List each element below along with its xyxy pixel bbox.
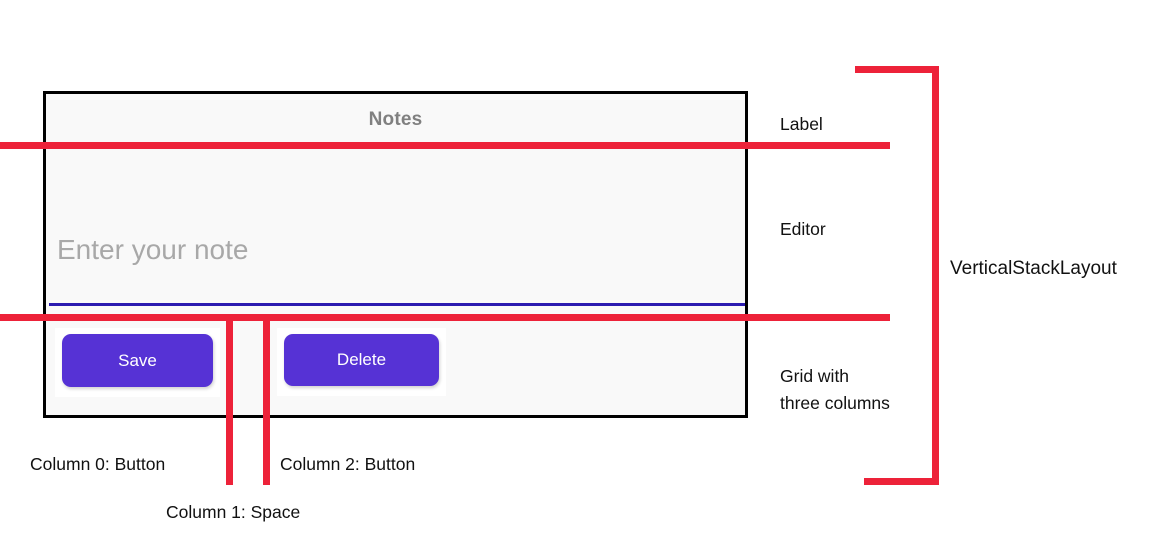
annotation-grid-row-line1: Grid with [780,366,850,386]
annotation-column-0: Column 0: Button [30,454,166,474]
annotation-column-2: Column 2: Button [280,454,416,474]
annotation-grid-row-line2: three columns [780,393,890,413]
divider-editor-grid [0,314,890,321]
grid-column-2: Delete [277,328,446,396]
column-separator-0-1 [226,314,233,485]
editor-underline [49,303,745,306]
annotation-editor-row: Editor [780,219,826,239]
stack-bracket-bottom [864,478,939,485]
annotation-label-row: Label [780,114,823,134]
editor-section[interactable]: Enter your note [46,146,745,309]
editor-placeholder-text[interactable]: Enter your note [57,234,249,265]
page-title: Notes [368,109,423,130]
annotation-vertical-stack-layout: VerticalStackLayout [950,258,1117,279]
grid-column-0: Save [55,328,220,397]
delete-button[interactable]: Delete [284,334,439,386]
label-section: Notes [46,94,745,146]
column-separator-1-2 [263,314,270,485]
save-button[interactable]: Save [62,334,213,387]
annotation-column-1: Column 1: Space [166,502,301,522]
divider-label-editor [0,142,890,149]
button-grid: Save Delete [46,318,745,418]
stack-bracket-top [855,66,939,73]
notes-app-card: Notes Enter your note Save Delete [43,91,748,418]
stack-bracket-spine [932,66,939,485]
